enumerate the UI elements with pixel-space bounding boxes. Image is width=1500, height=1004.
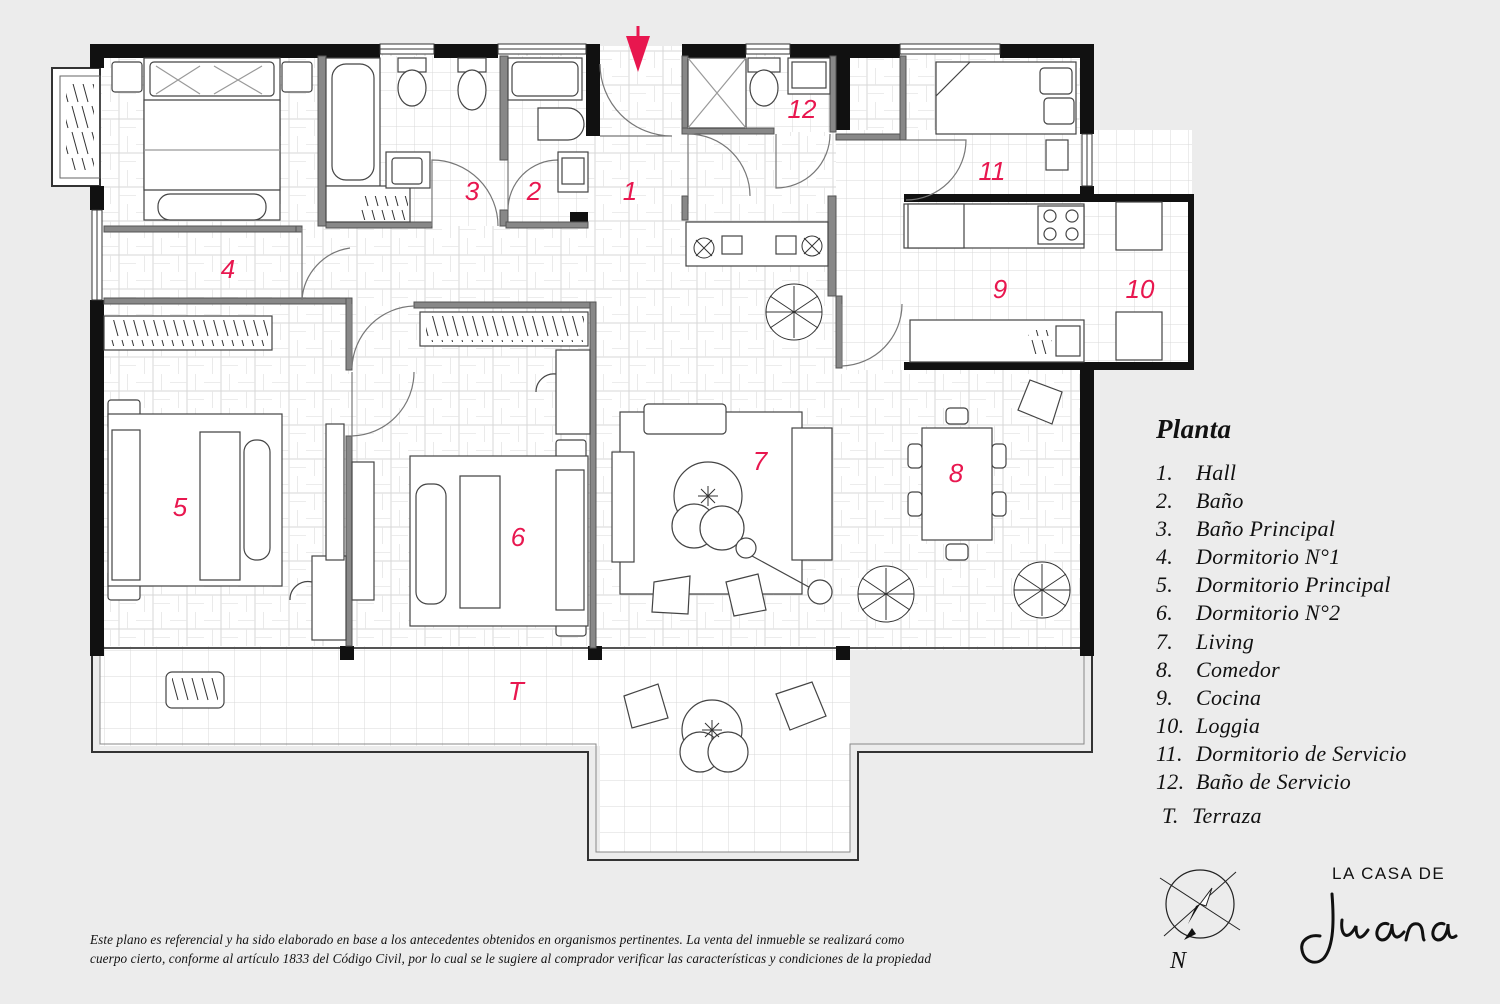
bedroom-principal-furniture bbox=[103, 315, 347, 641]
legend-number: 5. bbox=[1156, 572, 1174, 598]
legend-number: 8. bbox=[1156, 656, 1174, 682]
legend-item: 9. Cocina bbox=[1156, 684, 1486, 712]
room-label-5: 5 bbox=[173, 492, 188, 522]
legend-item: 3. Baño Principal bbox=[1156, 515, 1486, 543]
legend-room-name: Dormitorio de Servicio bbox=[1196, 740, 1407, 766]
legend-item: 7. Living bbox=[1156, 628, 1486, 656]
room-label-7: 7 bbox=[753, 446, 769, 476]
legend-number: 7. bbox=[1156, 628, 1174, 654]
legend-item: 5. Dormitorio Principal bbox=[1156, 571, 1486, 599]
legend-number: 10. bbox=[1156, 712, 1185, 738]
legend-number: T. bbox=[1162, 803, 1179, 829]
room-label-8: 8 bbox=[949, 458, 964, 488]
room-label-10: 10 bbox=[1126, 274, 1155, 304]
legend-room-name: Cocina bbox=[1196, 684, 1262, 710]
disclaimer: Este plano es referencial y ha sido elab… bbox=[90, 930, 1130, 968]
legend-item-terrace: T. Terraza bbox=[1156, 802, 1486, 830]
interior-walls bbox=[103, 55, 907, 649]
room-label-t: T bbox=[508, 676, 526, 706]
compass-north-label: N bbox=[1169, 948, 1188, 974]
legend-number: 12. bbox=[1156, 769, 1185, 795]
legend-list: 1. Hall 2. Baño 3. Baño Principal 4. Dormito… bbox=[1156, 459, 1486, 830]
legend-room-name: Comedor bbox=[1196, 656, 1280, 682]
plant-icons bbox=[693, 235, 1071, 740]
room-label-2: 2 bbox=[526, 176, 542, 206]
legend-item: 8. Comedor bbox=[1156, 656, 1486, 684]
living-furniture bbox=[611, 403, 833, 617]
room-label-4: 4 bbox=[221, 254, 235, 284]
legend-item: 2. Baño bbox=[1156, 487, 1486, 515]
room-label-9: 9 bbox=[993, 274, 1007, 304]
disclaimer-line-1: Este plano es referencial y ha sido elab… bbox=[90, 932, 905, 947]
legend-title: Planta bbox=[1156, 414, 1232, 444]
brand-top-text: LA CASA DE bbox=[1332, 864, 1446, 883]
legend-number: 6. bbox=[1156, 600, 1174, 626]
window-balcony bbox=[51, 67, 101, 187]
legend-item: 6. Dormitorio N°2 bbox=[1156, 599, 1486, 627]
legend-number: 9. bbox=[1156, 684, 1174, 710]
bedroom-2-furniture bbox=[351, 311, 591, 637]
terrace-outline bbox=[91, 646, 1093, 861]
legend-room-name: Loggia bbox=[1196, 712, 1261, 738]
legend-room-name: Terraza bbox=[1192, 803, 1262, 829]
bathroom-fixtures bbox=[325, 57, 831, 223]
legend-item: 10. Loggia bbox=[1156, 712, 1486, 740]
room-labels: 1 2 3 4 5 6 7 8 9 10 11 12 T bbox=[173, 94, 1155, 706]
legend-number: 3. bbox=[1156, 516, 1174, 542]
legend-item: 1. Hall bbox=[1156, 459, 1486, 487]
legend: Planta 1. Hall 2. Baño 3. Baño Principal 4.… bbox=[1156, 414, 1486, 830]
disclaimer-line-2: cuerpo cierto, conforme al artículo 1833… bbox=[90, 951, 932, 966]
legend-room-name: Baño Principal bbox=[1196, 516, 1336, 542]
room-label-6: 6 bbox=[511, 522, 526, 552]
room-label-3: 3 bbox=[465, 176, 480, 206]
legend-room-name: Living bbox=[1196, 628, 1255, 654]
bedroom-1-furniture bbox=[111, 57, 313, 221]
compass-icon: N bbox=[1159, 869, 1241, 974]
legend-number: 2. bbox=[1156, 488, 1174, 514]
room-label-1: 1 bbox=[623, 176, 637, 206]
legend-room-name: Hall bbox=[1196, 460, 1237, 485]
windows bbox=[91, 43, 1093, 301]
doors bbox=[301, 63, 967, 437]
legend-room-name: Baño de Servicio bbox=[1196, 769, 1352, 795]
exterior-walls bbox=[90, 44, 1194, 660]
entry-arrow-icon bbox=[626, 26, 650, 72]
brand-logo: LA CASA DE bbox=[1298, 858, 1458, 968]
legend-number: 11. bbox=[1156, 740, 1183, 766]
legend-room-name: Dormitorio Principal bbox=[1196, 572, 1391, 598]
legend-room-name: Dormitorio N°1 bbox=[1196, 544, 1341, 570]
legend-room-name: Baño bbox=[1196, 488, 1244, 514]
legend-item: 12. Baño de Servicio bbox=[1156, 768, 1486, 796]
dining-furniture bbox=[907, 379, 1063, 561]
legend-number: 1. bbox=[1156, 460, 1174, 485]
room-label-12: 12 bbox=[788, 94, 817, 124]
legend-number: 4. bbox=[1156, 544, 1174, 570]
room-label-11: 11 bbox=[979, 156, 1006, 186]
legend-item: 11. Dormitorio de Servicio bbox=[1156, 740, 1486, 768]
brand-script-logo bbox=[1300, 892, 1458, 964]
legend-item: 4. Dormitorio N°1 bbox=[1156, 543, 1486, 571]
legend-room-name: Dormitorio N°2 bbox=[1196, 600, 1341, 626]
